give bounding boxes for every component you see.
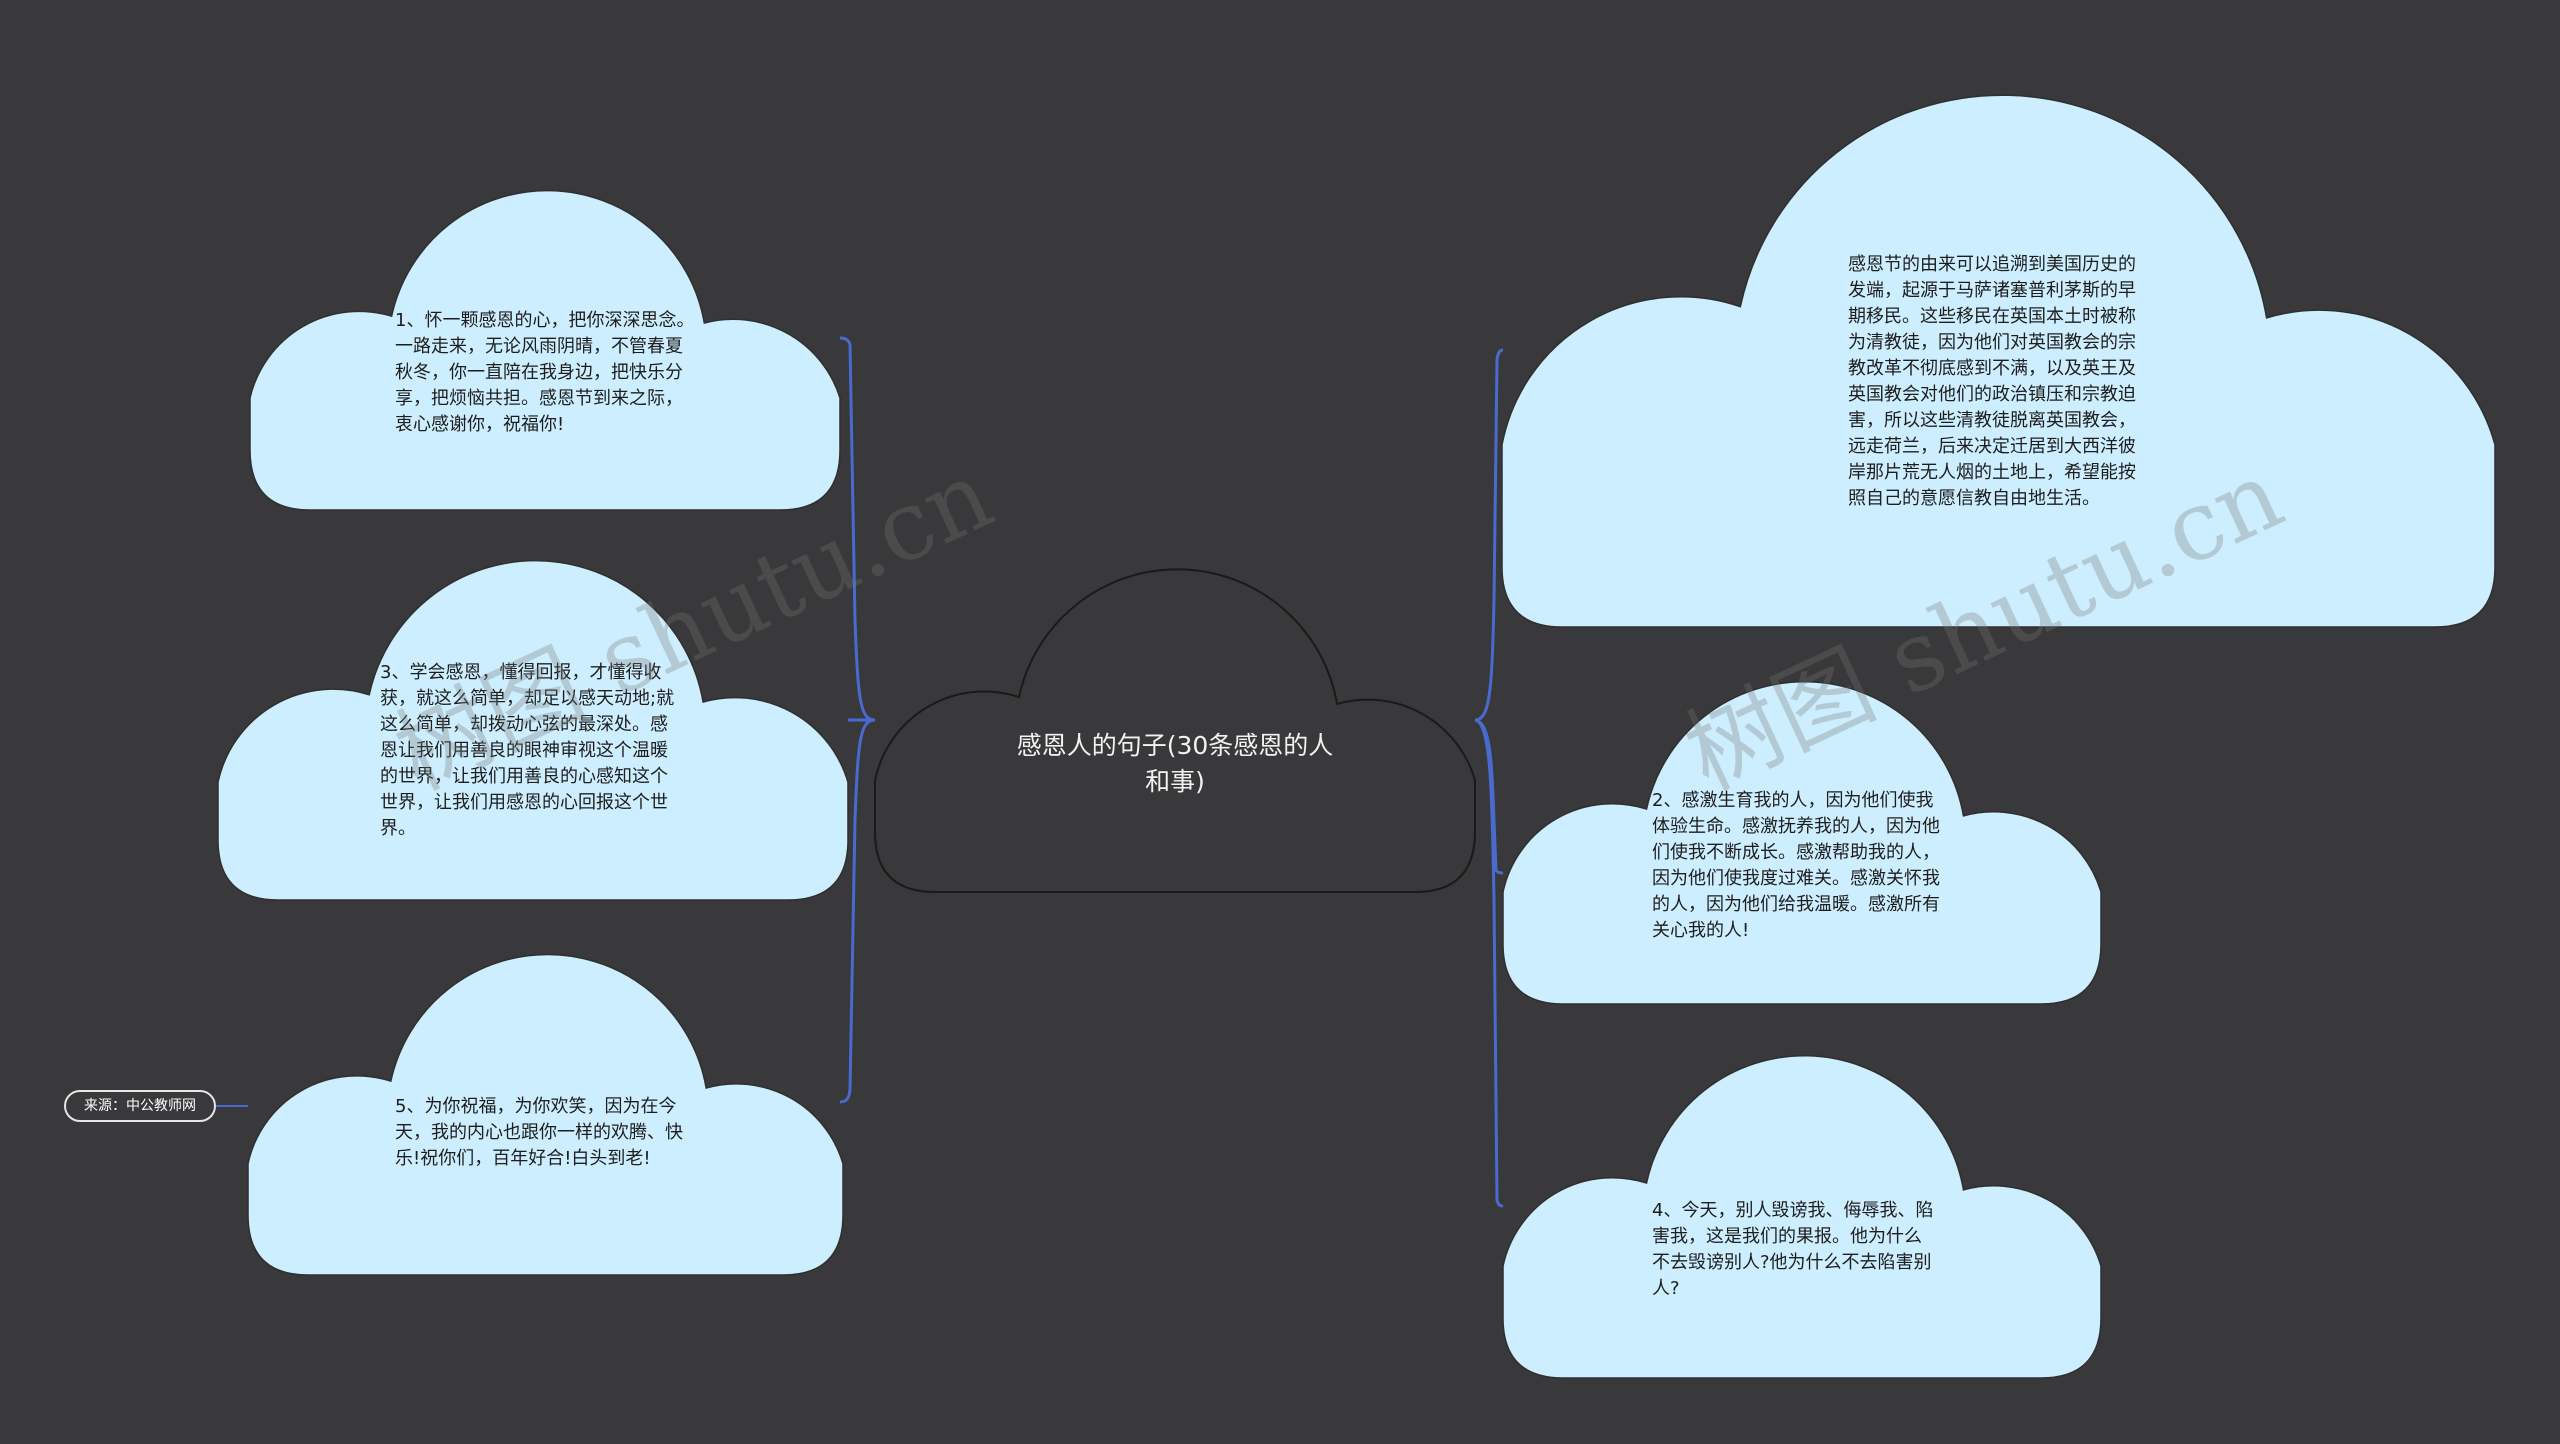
node-text-4[interactable]: 4、今天，别人毁谤我、侮辱我、陷害我，这是我们的果报。他为什么不去毁谤别人?他为… [1652,1200,1934,1299]
cloud-node-4[interactable] [1502,1055,2102,1379]
cloud-node-0[interactable] [1501,94,2496,628]
node-text-1[interactable]: 1、怀一颗感恩的心，把你深深思念。一路走来，无论风雨阴晴，不管春夏秋冬，你一直陪… [395,310,695,435]
cloud-center[interactable] [874,568,1476,893]
connector-left-1 [839,336,876,722]
center-node-label[interactable]: 感恩人的句子(30条感恩的人和事) [1016,731,1334,796]
node-text-2[interactable]: 2、感激生育我的人，因为他们使我体验生命。感激抚养我的人，因为他们使我不断成长。… [1652,790,1940,941]
clouds [217,94,2496,1379]
connector-right-2 [1474,718,1504,875]
node-text-5[interactable]: 5、为你祝福，为你欢笑，因为在今天，我的内心也跟你一样的欢腾、快乐!祝你们，百年… [395,1096,683,1169]
node-text-3[interactable]: 3、学会感恩，懂得回报，才懂得收获，就这么简单，却足以感天动地;就这么简单，却拨… [380,662,675,839]
cloud-node-1[interactable] [249,189,841,511]
cloud-node-2[interactable] [1502,681,2102,1005]
connector-left-5 [839,718,876,1104]
connector-right-0 [1474,348,1504,722]
cloud-node-3[interactable] [217,559,849,901]
source-tag[interactable]: 来源：中公教师网 [64,1090,216,1122]
connectors [216,336,1504,1208]
node-text-0[interactable]: 感恩节的由来可以追溯到美国历史的发端，起源于马萨诸塞普利茅斯的早期移民。这些移民… [1848,254,2136,509]
connector-right-4 [1474,718,1504,1208]
cloud-node-5[interactable] [247,953,844,1276]
